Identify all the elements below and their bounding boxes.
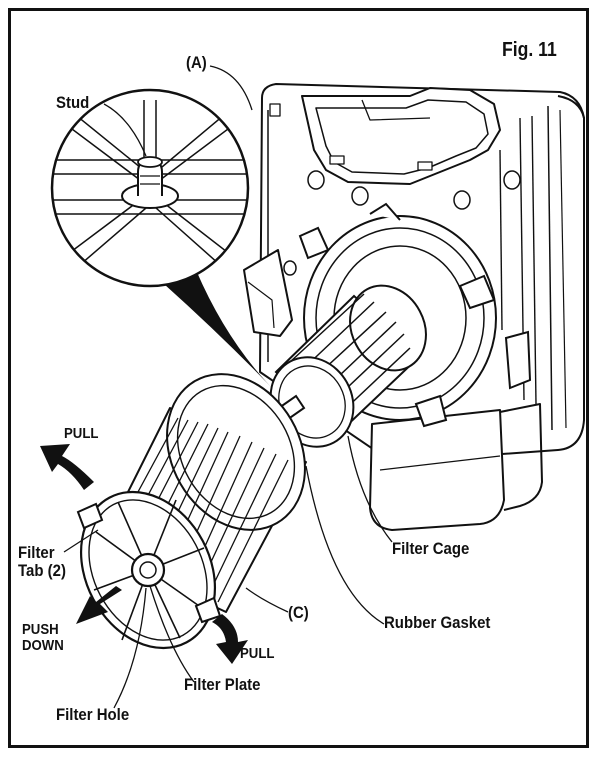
label-filter-tab-line1: Filter: [18, 543, 55, 562]
label-filter-plate: Filter Plate: [184, 675, 261, 694]
side-latch: [243, 249, 293, 337]
pull-arrow-top: [40, 444, 94, 490]
label-push-down-line1: PUSH: [22, 621, 59, 638]
pull-arrow-bottom: [212, 614, 248, 664]
right-latch: [504, 330, 532, 390]
label-rubber-gasket: Rubber Gasket: [384, 613, 491, 632]
label-a: (A): [186, 53, 207, 72]
leader-lines: [63, 65, 393, 709]
filter-cage: [269, 284, 427, 448]
label-push-down: PUSH DOWN: [22, 622, 64, 654]
figure-title: Fig. 11: [502, 39, 557, 61]
label-pull-bottom: PULL: [240, 645, 275, 662]
label-pull-top: PULL: [64, 425, 99, 442]
label-filter-tab-line2: Tab (2): [18, 560, 66, 580]
dust-tank: [369, 403, 543, 531]
push-down-arrow: [76, 586, 122, 624]
label-push-down-line2: DOWN: [22, 636, 64, 654]
label-stud: Stud: [56, 93, 90, 112]
filter-tabs: [76, 502, 222, 624]
housing-handle: [269, 87, 501, 185]
label-filter-cage: Filter Cage: [392, 539, 470, 558]
label-c: (C): [288, 603, 309, 622]
label-filter-tab: Filter Tab (2): [18, 544, 66, 580]
stud-detail-circle: [50, 88, 250, 288]
label-filter-hole: Filter Hole: [56, 705, 130, 724]
detail-pointer: [164, 270, 272, 388]
filter-plate: [79, 490, 217, 650]
housing-holes: [283, 170, 521, 276]
